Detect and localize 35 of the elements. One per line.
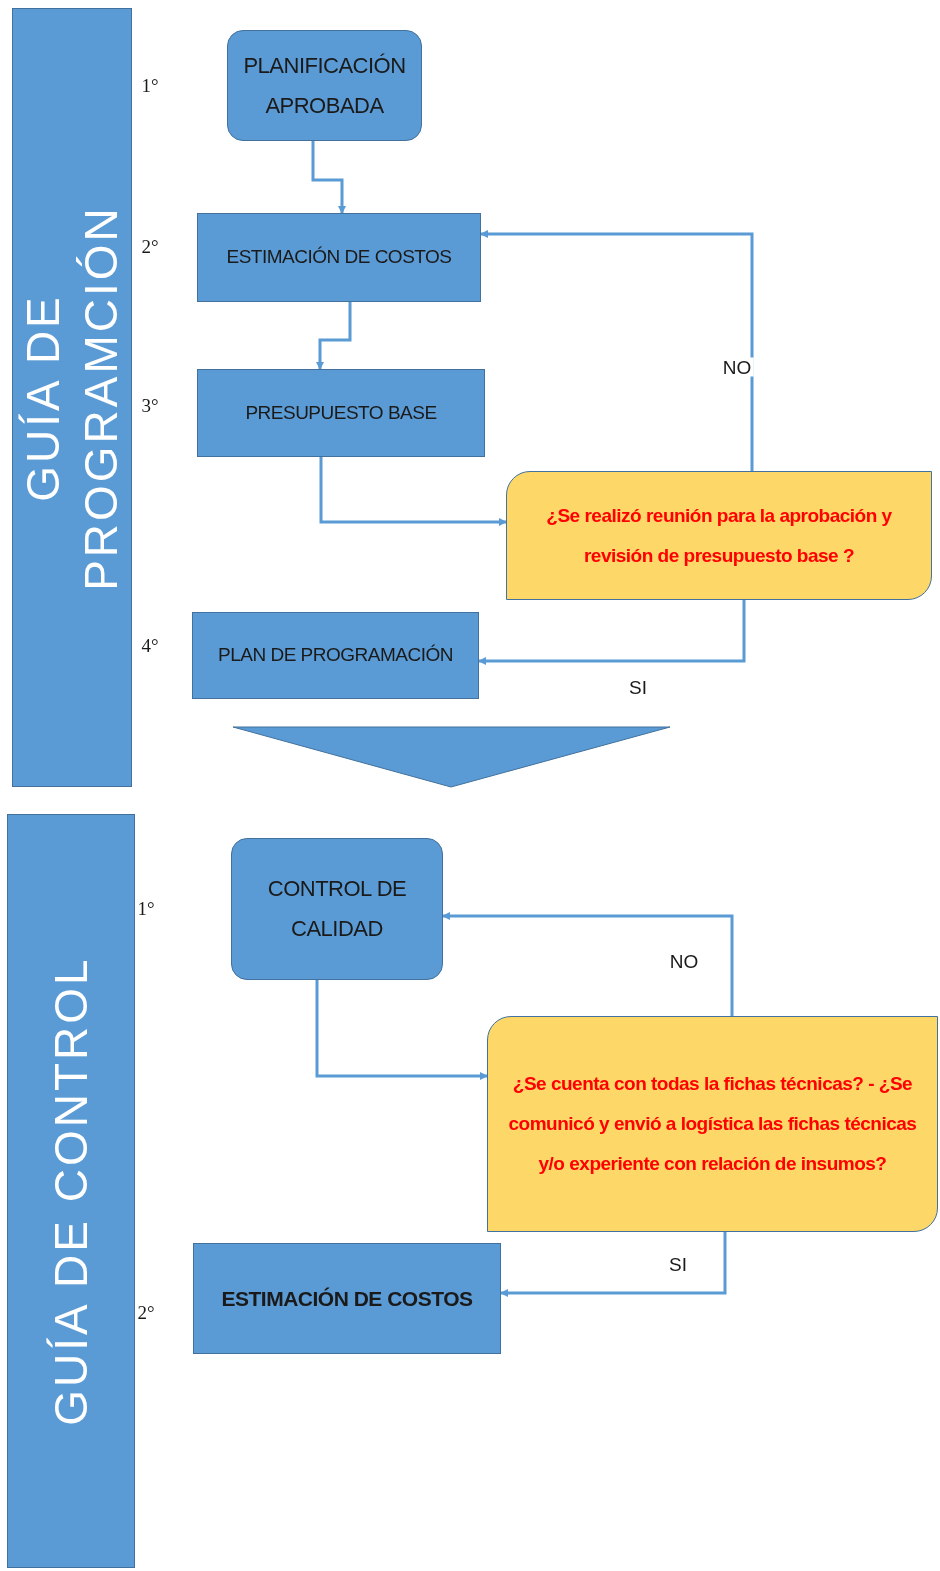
section-band xyxy=(7,814,135,1568)
section-title: GUÍA DE PROGRAMCIÓN xyxy=(16,203,128,593)
connector-arrow xyxy=(442,912,734,1016)
step-number: 4° xyxy=(141,635,159,655)
step-text: PLANIFICACIÓN APROBADA xyxy=(243,51,406,120)
connector-arrow xyxy=(311,141,346,214)
connector-arrow xyxy=(500,1232,727,1297)
down-chevron-arrow xyxy=(232,726,671,788)
section-title: GUÍA DE CONTROL xyxy=(44,955,98,1428)
question-text: ¿Se realizó reunión para la aprobación y revisión de presupuesto base ? xyxy=(545,503,893,568)
question-text: ¿Se cuenta con todas la fichas técnicas? - ¿Se comunicó y envió a logística las fichas técnicas y/o experiente con relación de insumos? xyxy=(507,1072,918,1176)
step-number: 3° xyxy=(141,395,159,415)
process-box xyxy=(192,612,479,699)
connector-arrow xyxy=(315,980,488,1080)
process-box xyxy=(193,1243,501,1354)
process-box xyxy=(231,838,443,980)
decision-box xyxy=(506,471,932,600)
process-box xyxy=(227,30,422,141)
step-number: 2° xyxy=(141,236,159,256)
step-text: PLAN DE PROGRAMACIÓN xyxy=(218,643,453,668)
connector-arrow xyxy=(316,302,352,370)
step-text: ESTIMACIÓN DE COSTOS xyxy=(226,245,452,270)
step-text: CONTROL DE CALIDAD xyxy=(266,875,408,943)
step-number: 1° xyxy=(141,75,159,95)
step-number: 1° xyxy=(137,898,155,918)
section-band xyxy=(12,8,132,787)
step-text: ESTIMACIÓN DE COSTOS xyxy=(221,1285,473,1312)
step-number: 2° xyxy=(137,1302,155,1322)
connector-arrow xyxy=(319,457,507,526)
process-box xyxy=(197,213,481,302)
step-text: PRESUPUESTO BASE xyxy=(245,400,437,425)
process-box xyxy=(197,369,485,457)
decision-box xyxy=(487,1016,938,1232)
connector-arrow xyxy=(478,600,746,665)
connector-arrow xyxy=(480,230,754,471)
